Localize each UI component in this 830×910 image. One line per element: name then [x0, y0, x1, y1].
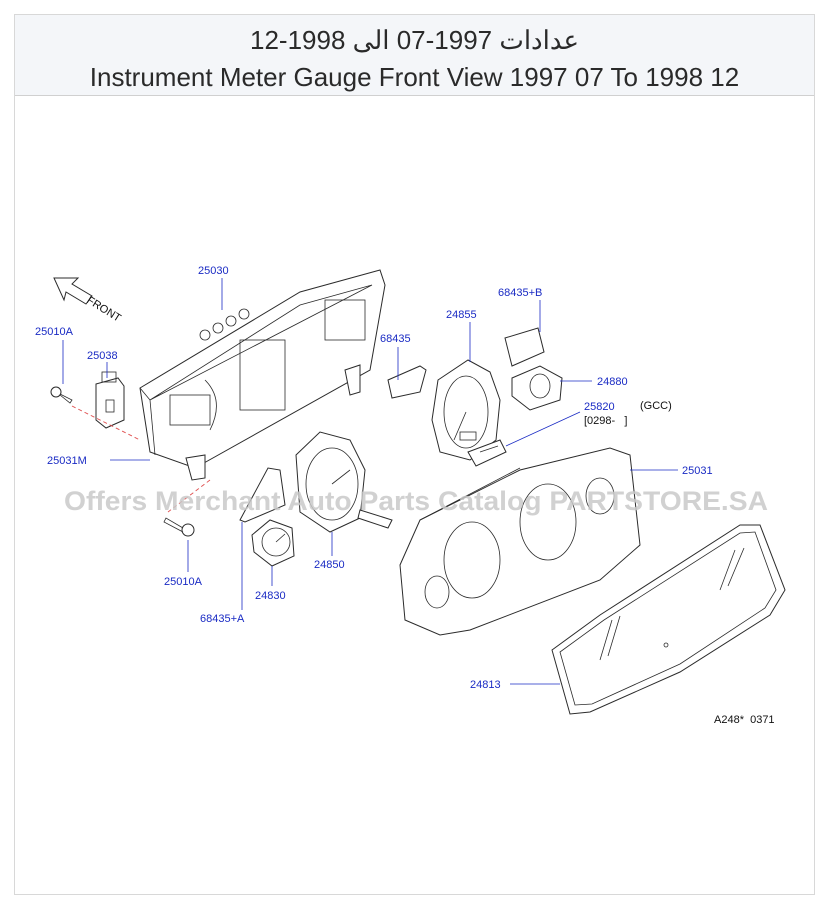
rear-housing-25030	[139, 269, 386, 481]
tachometer-24855	[431, 359, 501, 461]
diagram-frame	[14, 14, 815, 895]
front-arrow-icon	[53, 277, 93, 305]
label-25031[interactable]: 25031	[682, 465, 713, 477]
gasket-68435A	[239, 467, 286, 523]
cluster-cover-25031	[399, 447, 641, 636]
date-note: [0298- ]	[584, 415, 627, 427]
label-25010A-top[interactable]: 25010A	[35, 326, 74, 338]
lens-24813	[551, 524, 786, 715]
label-24830[interactable]: 24830	[255, 590, 286, 602]
front-label: FRONT	[84, 294, 123, 324]
label-68435A[interactable]: 68435+A	[200, 613, 245, 625]
label-25030[interactable]: 25030	[198, 265, 229, 277]
diagram-code: A248* 0371	[714, 714, 775, 726]
bulb-holder-25038	[95, 371, 125, 429]
title-english: Instrument Meter Gauge Front View 1997 0…	[89, 62, 740, 92]
label-25031M[interactable]: 25031M	[47, 455, 87, 467]
alignment-line-top	[71, 405, 141, 441]
alignment-line-bottom	[167, 479, 211, 513]
watermark: Offers Merchant Auto Parts Catalog PARTS…	[64, 486, 768, 516]
gasket-68435B	[504, 327, 545, 367]
leader-25820	[505, 411, 581, 447]
label-24813[interactable]: 24813	[470, 679, 501, 691]
connector-25820	[467, 439, 507, 467]
screw-bottom-icon	[163, 517, 195, 537]
label-68435[interactable]: 68435	[380, 333, 411, 345]
label-24880[interactable]: 24880	[597, 376, 628, 388]
label-24850[interactable]: 24850	[314, 559, 345, 571]
small-gauge-24830	[251, 519, 295, 567]
gcc-note: (GCC)	[640, 400, 672, 412]
page-header: عدادات 1997-07 الى 1998-12 Instrument Me…	[15, 15, 814, 96]
label-25820[interactable]: 25820	[584, 401, 615, 413]
title-arabic: عدادات 1997-07 الى 1998-12	[249, 25, 580, 55]
label-68435B[interactable]: 68435+B	[498, 287, 542, 299]
speedometer-24850	[295, 431, 393, 533]
gasket-68435	[387, 365, 427, 399]
screw-top-icon	[50, 386, 73, 404]
fuel-temp-gauge-24880	[511, 365, 563, 411]
label-25010A-bottom[interactable]: 25010A	[164, 576, 203, 588]
label-25038[interactable]: 25038	[87, 350, 118, 362]
label-24855[interactable]: 24855	[446, 309, 477, 321]
